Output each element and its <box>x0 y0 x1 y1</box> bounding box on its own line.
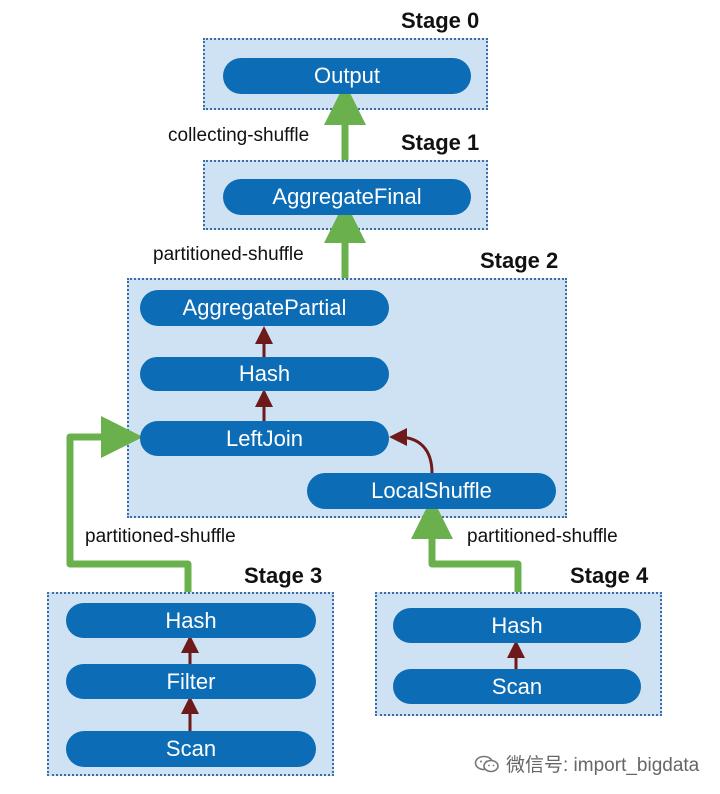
stage-4-label: Stage 4 <box>570 563 649 588</box>
stage-2-label: Stage 2 <box>480 248 559 273</box>
operator-aggregate-partial[interactable]: AggregatePartial <box>140 290 389 326</box>
edge-label-partitioned-shuffle-stage4: partitioned-shuffle <box>467 526 618 547</box>
operator-left-join[interactable]: LeftJoin <box>140 421 389 456</box>
operator-scan-stage3[interactable]: Scan <box>66 731 316 767</box>
operator-hash-stage2[interactable]: Hash <box>140 357 389 391</box>
stage-1-label: Stage 1 <box>401 130 480 155</box>
operator-hash-stage3[interactable]: Hash <box>66 603 316 638</box>
edge-label-partitioned-shuffle-stage3: partitioned-shuffle <box>85 526 236 547</box>
edge-label-collecting-shuffle: collecting-shuffle <box>168 125 310 146</box>
arrow-stage3-to-leftjoin <box>66 416 192 592</box>
operator-local-shuffle[interactable]: LocalShuffle <box>307 473 556 509</box>
watermark-text: 微信号: import_bigdata <box>506 755 700 776</box>
wechat-icon <box>474 755 499 772</box>
operator-aggregate-final[interactable]: AggregateFinal <box>223 179 471 215</box>
stage-0-label: Stage 0 <box>401 8 480 33</box>
operator-scan-stage4[interactable]: Scan <box>393 669 641 704</box>
arrow-localshuffle-to-leftjoin <box>389 428 434 474</box>
operator-filter[interactable]: Filter <box>66 664 316 699</box>
watermark: 微信号: import_bigdata <box>474 750 699 777</box>
edge-label-partitioned-shuffle-stage1: partitioned-shuffle <box>153 244 304 265</box>
operator-hash-stage4[interactable]: Hash <box>393 608 641 643</box>
arrow-stage4-to-localshuffle <box>411 497 522 592</box>
stage-3-label: Stage 3 <box>244 563 323 588</box>
operator-output[interactable]: Output <box>223 58 471 94</box>
